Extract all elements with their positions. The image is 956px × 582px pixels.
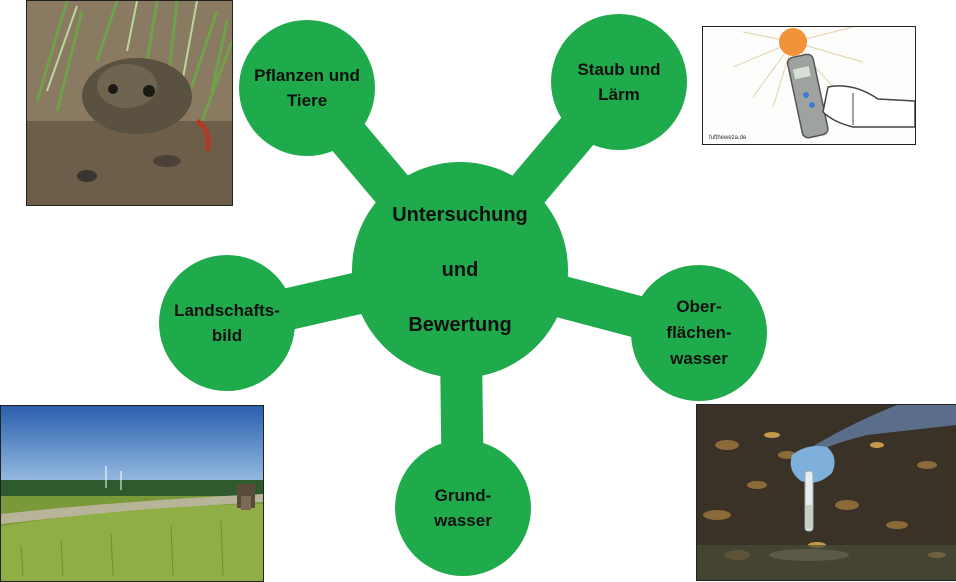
center-line-3: Bewertung	[408, 313, 512, 336]
landscape-photo	[0, 405, 264, 582]
grund-line-1: Grund-	[434, 486, 492, 505]
oberflaechen-line-2: flächen-	[666, 323, 732, 342]
node-circle-oberflaechen	[631, 265, 767, 401]
oberflaechen-line-1: Ober-	[676, 297, 722, 316]
center-line-1: Untersuchung	[392, 203, 528, 226]
meter-caption: fuftheweza.de	[709, 135, 747, 141]
node-label-staub: Staub und Lärm	[551, 52, 687, 112]
staub-line-2: Lärm	[598, 85, 640, 104]
node-label-grund: Grund- wasser	[395, 478, 531, 538]
node-circle-pflanzen	[239, 20, 375, 156]
pflanzen-line-2: Tiere	[286, 91, 328, 110]
node-label-landschaft: Landschafts- bild	[159, 293, 295, 353]
staub-line-1: Staub und	[577, 60, 661, 79]
landschaft-line-1: Landschafts-	[174, 301, 280, 320]
landschaft-line-2: bild	[211, 326, 243, 345]
node-label-oberflaechen: Ober- flächen- wasser	[631, 293, 767, 373]
oberflaechen-line-3: wasser	[670, 349, 728, 368]
node-label-pflanzen: Pflanzen und Tiere	[239, 58, 375, 118]
node-circle-landschaft	[159, 255, 295, 391]
grund-line-2: wasser	[434, 511, 492, 530]
water-sample-photo	[696, 404, 956, 581]
node-circle-center	[352, 162, 568, 378]
pflanzen-line-1: Pflanzen und	[254, 66, 360, 85]
sound-meter-illustration: fuftheweza.de	[702, 26, 916, 145]
node-circle-staub	[551, 14, 687, 150]
center-line-2: und	[441, 258, 479, 281]
center-node-label: Untersuchung und Bewertung	[360, 190, 560, 350]
toad-photo	[26, 0, 233, 206]
node-circle-grund	[395, 440, 531, 576]
